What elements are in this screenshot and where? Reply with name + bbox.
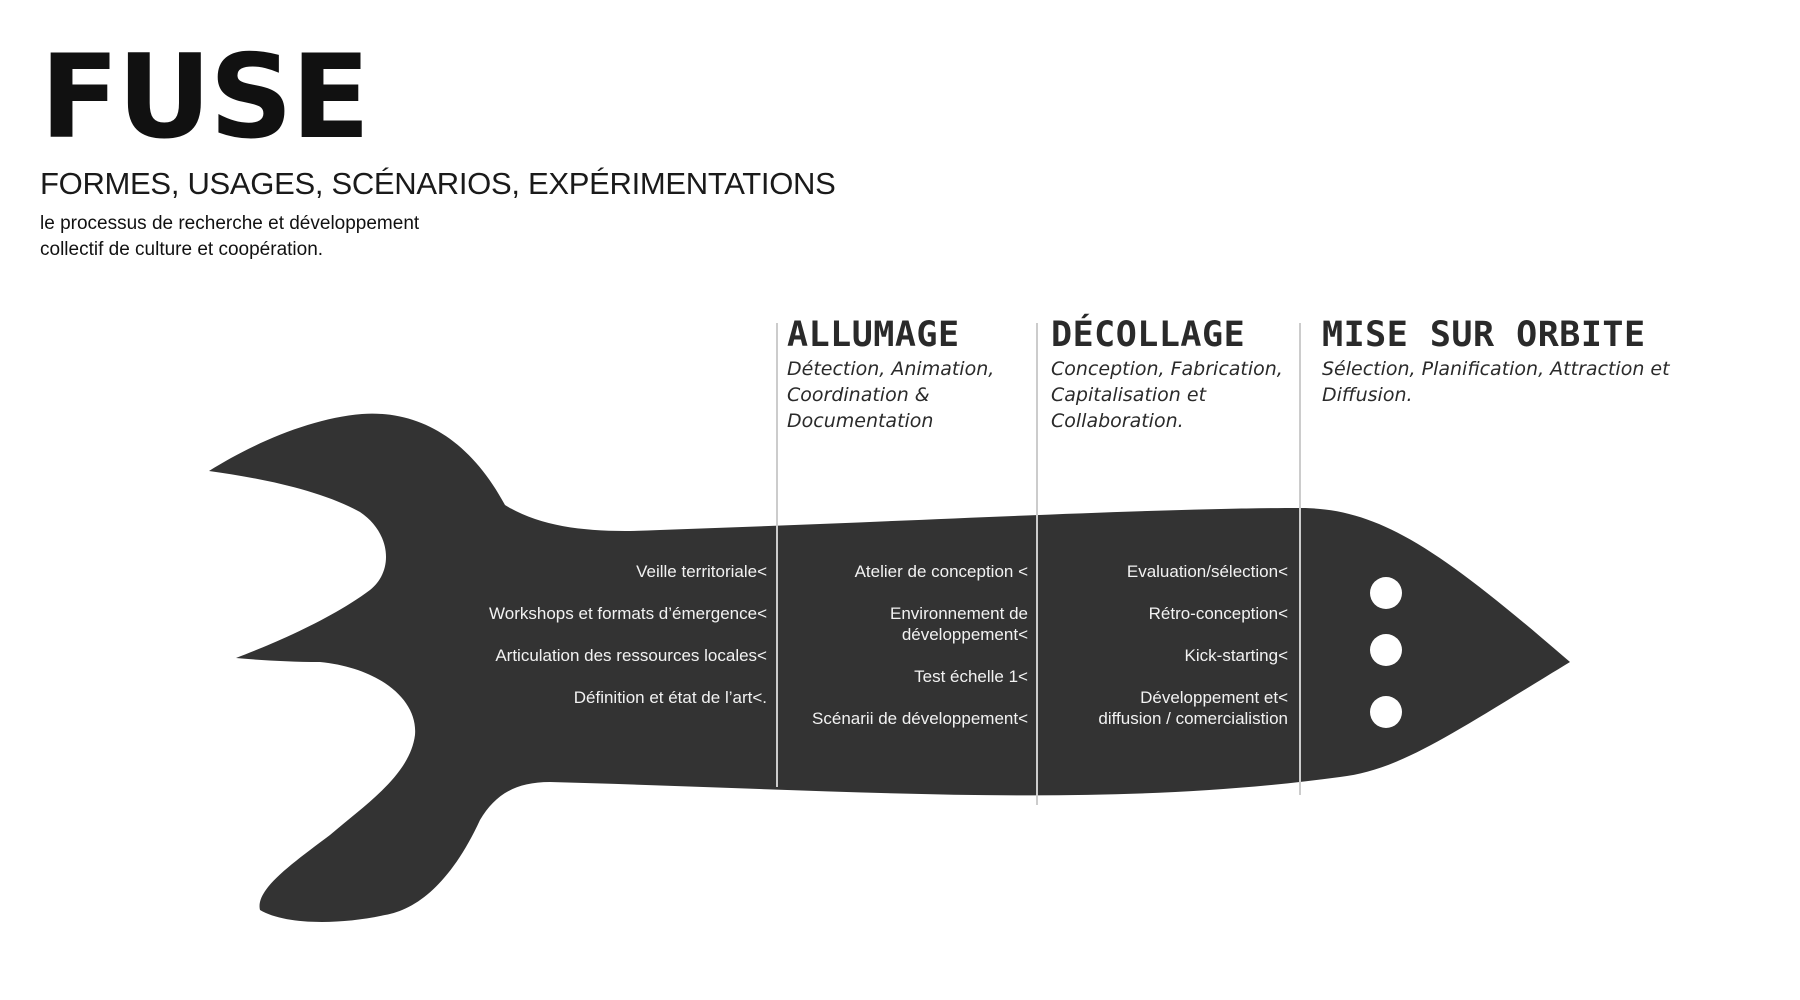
description-line: le processus de recherche et développeme… — [40, 213, 420, 234]
allumage-item: Définition et état de l’art<. — [573, 688, 767, 707]
page-title: FUSE — [40, 30, 370, 165]
porthole-window — [1370, 577, 1402, 609]
phase-title-allumage: ALLUMAGE — [787, 315, 960, 355]
porthole-window — [1370, 696, 1402, 728]
phase-subtitle-orbite: Sélection, Planification, Attraction et … — [1322, 358, 1670, 406]
decollage-item: Scénarii de développement< — [812, 709, 1028, 728]
allumage-item: Articulation des ressources locales< — [495, 646, 767, 665]
page-subtitle: FORMES, USAGES, SCÉNARIOS, EXPÉRIMENTATI… — [40, 166, 836, 201]
description-line: collectif de culture et coopération. — [40, 239, 324, 260]
decollage-item: Environnement de développement< — [890, 604, 1028, 644]
orbite-item: Développement et< diffusion / comerciali… — [1098, 688, 1288, 728]
phase-subtitle-decollage: Conception, Fabrication, Capitalisation … — [1051, 358, 1283, 432]
phase-title-orbite: MISE SUR ORBITE — [1322, 315, 1646, 355]
allumage-item: Veille territoriale< — [636, 562, 767, 581]
orbite-item: Kick-starting< — [1184, 646, 1288, 665]
allumage-item: Workshops et formats d’émergence< — [489, 604, 767, 623]
orbite-item: Rétro-conception< — [1148, 604, 1288, 623]
rocket-body — [209, 413, 1570, 922]
phase-title-decollage: DÉCOLLAGE — [1051, 315, 1246, 355]
decollage-item: Atelier de conception < — [854, 562, 1028, 581]
phase-subtitle-allumage: Détection, Animation, Coordination & Doc… — [787, 358, 995, 432]
decollage-item: Test échelle 1< — [914, 667, 1028, 686]
porthole-window — [1370, 634, 1402, 666]
orbite-item: Evaluation/sélection< — [1126, 562, 1288, 581]
